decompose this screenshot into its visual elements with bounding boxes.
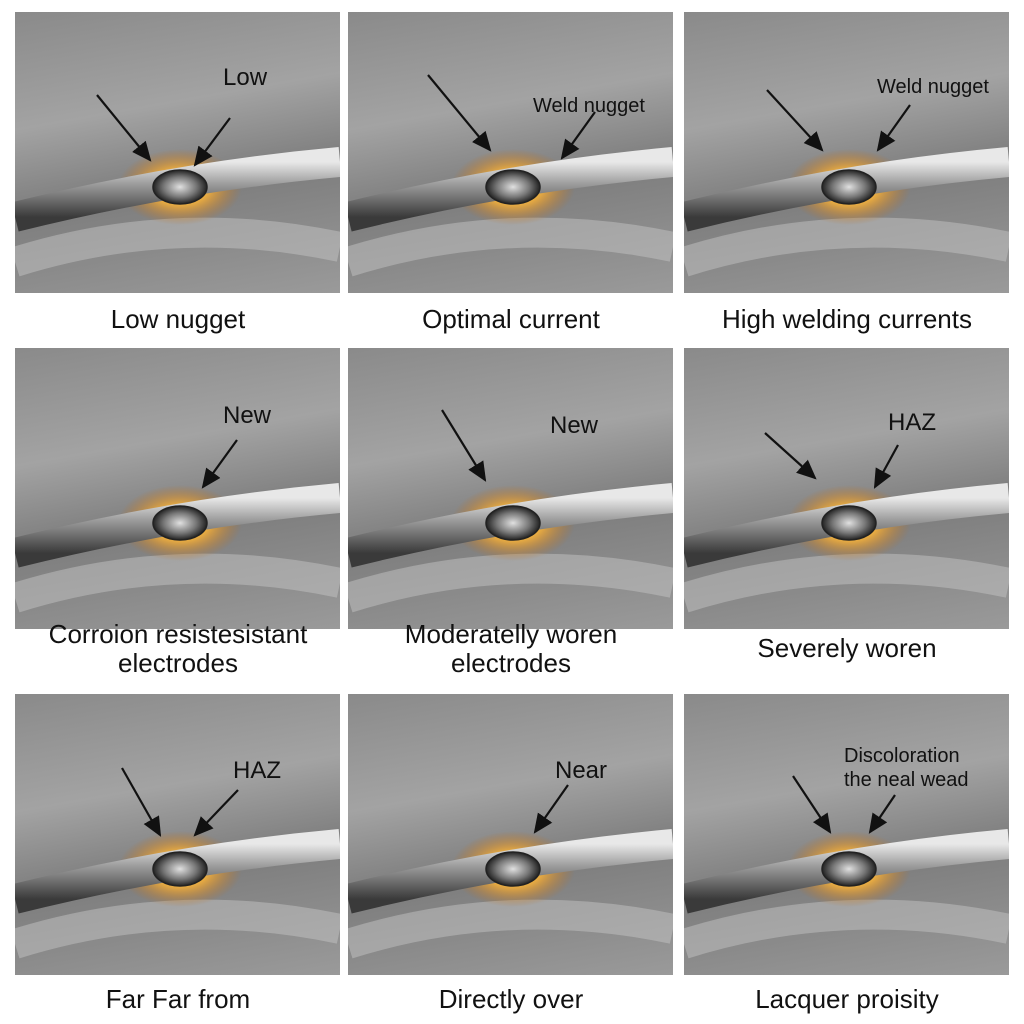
weld-nugget bbox=[152, 851, 208, 887]
weld-photo-panel: HAZ bbox=[684, 348, 1009, 629]
annotation-label: Low bbox=[223, 64, 268, 91]
weld-photo-panel: New bbox=[15, 348, 340, 629]
weld-photo-panel: HAZ bbox=[15, 694, 340, 975]
annotation-label: Discoloration the neal wead bbox=[844, 745, 969, 791]
panel-caption: Low nugget bbox=[110, 304, 246, 334]
weld-nugget bbox=[821, 169, 877, 205]
weld-photo-panel: New bbox=[348, 348, 673, 629]
weld-photo-panel: Discoloration the neal wead bbox=[684, 694, 1009, 975]
arrow-icon bbox=[766, 89, 824, 152]
weld-nugget bbox=[152, 169, 208, 205]
annotation-label: New bbox=[550, 412, 599, 439]
panel-caption: High welding currents bbox=[721, 304, 972, 334]
annotation-label: New bbox=[223, 402, 272, 429]
panel-caption: Far Far from bbox=[105, 984, 251, 1014]
panel-caption: Optimal current bbox=[422, 304, 600, 334]
weld-nugget bbox=[821, 505, 877, 541]
arrow-icon bbox=[873, 444, 899, 489]
annotation-label: Weld nugget bbox=[877, 76, 989, 98]
annotation-label: Near bbox=[555, 757, 608, 784]
panel-caption: Directly over bbox=[438, 984, 584, 1014]
arrow-icon bbox=[121, 767, 162, 837]
panel-caption: Severely woren bbox=[757, 633, 937, 663]
arrow-icon bbox=[193, 117, 231, 167]
weld-nugget bbox=[485, 169, 541, 205]
arrow-icon bbox=[868, 794, 896, 834]
weld-photo-panel: Near bbox=[348, 694, 673, 975]
annotation-label: HAZ bbox=[233, 757, 281, 784]
weld-nugget bbox=[485, 851, 541, 887]
arrow-icon bbox=[96, 94, 152, 162]
arrow-icon bbox=[427, 74, 492, 152]
annotation-label: HAZ bbox=[888, 409, 936, 436]
weld-photo-panel: Weld nugget bbox=[348, 12, 673, 293]
arrow-icon bbox=[876, 104, 911, 152]
arrow-icon bbox=[193, 789, 239, 837]
arrow-icon bbox=[792, 775, 832, 834]
weld-nugget bbox=[152, 505, 208, 541]
arrow-icon bbox=[201, 439, 238, 489]
arrow-icon bbox=[764, 432, 817, 480]
panel-caption: Lacquer proisity bbox=[755, 984, 939, 1014]
annotation-label: Weld nugget bbox=[533, 95, 645, 117]
panel-caption: Corroion resistesistant electrodes bbox=[48, 619, 308, 678]
arrow-icon bbox=[560, 111, 596, 160]
weld-nugget bbox=[485, 505, 541, 541]
weld-photo-panel: Low bbox=[15, 12, 340, 293]
arrow-icon bbox=[533, 784, 569, 834]
weld-nugget bbox=[821, 851, 877, 887]
weld-photo-panel: Weld nugget bbox=[684, 12, 1009, 293]
panel-caption: Moderatelly woren electrodes bbox=[404, 619, 618, 678]
arrow-icon bbox=[441, 409, 487, 482]
